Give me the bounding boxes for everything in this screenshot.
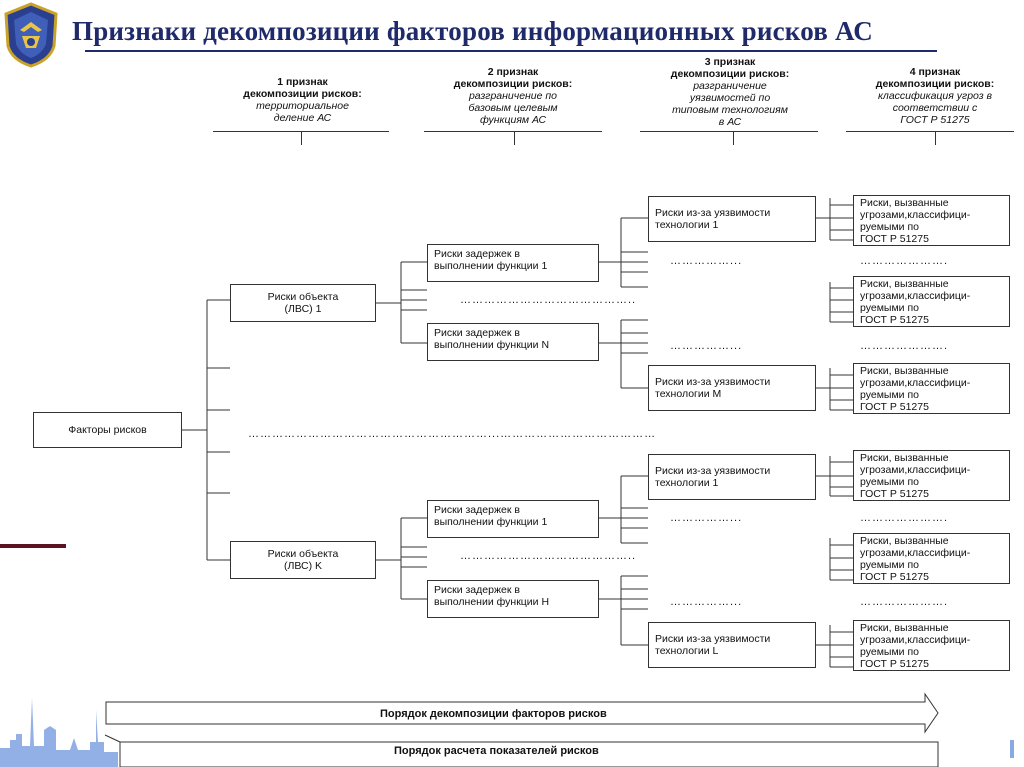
gost-node: Риски, вызванные угрозами,классифици- ру… <box>853 620 1010 671</box>
function-node-1b: Риски задержек в выполнении функции 1 <box>427 500 599 538</box>
function-node-n: Риски задержек в выполнении функции N <box>427 323 599 361</box>
ellipsis-gost: …………………. <box>860 255 948 267</box>
ellipsis-function: …………………………………….. <box>460 550 636 562</box>
ellipsis-tech: ……………... <box>670 596 742 608</box>
tech-node-1b: Риски из-за уязвимости технологии 1 <box>648 454 816 500</box>
tech-node-m: Риски из-за уязвимости технологии M <box>648 365 816 411</box>
right-accent-mark <box>1010 740 1014 758</box>
ellipsis-objects: ……………………………………………………...………………………………… <box>248 428 656 440</box>
function-node-h: Риски задержек в выполнении функции H <box>427 580 599 618</box>
gost-node: Риски, вызванные угрозами,классифици- ру… <box>853 276 1010 327</box>
root-node: Факторы рисков <box>33 412 182 448</box>
gost-node: Риски, вызванные угрозами,классифици- ру… <box>853 533 1010 584</box>
ellipsis-gost: …………………. <box>860 340 948 352</box>
gost-node: Риски, вызванные угрозами,классифици- ру… <box>853 450 1010 501</box>
ellipsis-function: …………………………………….. <box>460 294 636 306</box>
ellipsis-tech: ……………... <box>670 512 742 524</box>
left-accent-bar <box>0 544 66 548</box>
calculation-arrow-label: Порядок расчета показателей рисков <box>394 745 599 757</box>
tech-node-l: Риски из-за уязвимости технологии L <box>648 622 816 668</box>
ellipsis-tech: ……………... <box>670 255 742 267</box>
ellipsis-tech: ……………... <box>670 340 742 352</box>
object-node-1: Риски объекта (ЛВС) 1 <box>230 284 376 322</box>
object-node-k: Риски объекта (ЛВС) K <box>230 541 376 579</box>
ellipsis-gost: …………………. <box>860 512 948 524</box>
function-node-1: Риски задержек в выполнении функции 1 <box>427 244 599 282</box>
gost-node: Риски, вызванные угрозами,классифици- ру… <box>853 363 1010 414</box>
decomposition-arrow-label: Порядок декомпозиции факторов рисков <box>380 708 607 720</box>
ellipsis-gost: …………………. <box>860 596 948 608</box>
gost-node: Риски, вызванные угрозами,классифици- ру… <box>853 195 1010 246</box>
tech-node-1: Риски из-за уязвимости технологии 1 <box>648 196 816 242</box>
